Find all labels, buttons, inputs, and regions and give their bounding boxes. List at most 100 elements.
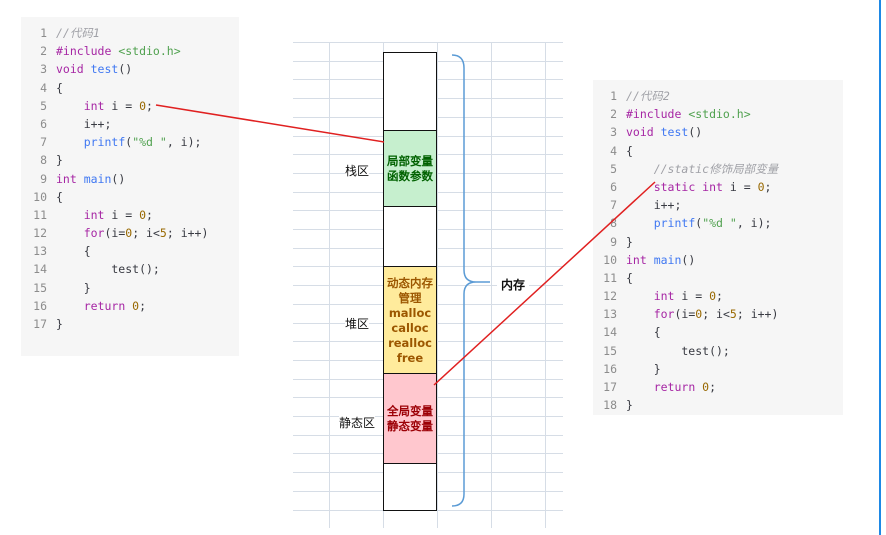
code-line: 8 printf("%d ", i);: [593, 214, 843, 232]
line-number: 12: [33, 226, 47, 241]
code-line: 10 int main(): [593, 251, 843, 269]
line-text: #include <stdio.h>: [56, 44, 181, 59]
code-line: 14 {: [593, 323, 843, 341]
line-text: printf("%d ", i);: [653, 216, 772, 231]
line-number: 16: [33, 298, 47, 313]
line-number: 10: [603, 252, 617, 267]
code-line: 12 int i = 0;: [593, 287, 843, 305]
code-line: 4{: [593, 142, 843, 160]
line-text: int i = 0;: [83, 98, 153, 113]
line-text: test();: [56, 262, 160, 277]
code-line: 8}: [21, 151, 239, 169]
line-text: int i = 0;: [83, 207, 153, 222]
code-line: 10 {: [21, 188, 239, 206]
line-number: 13: [603, 307, 617, 322]
memory-cell-stack: 局部变量 函数参数: [383, 130, 437, 207]
line-number: 14: [33, 262, 47, 277]
line-text: printf("%d ", i);: [83, 135, 202, 150]
code-line: 1 //代码1: [21, 24, 239, 42]
line-text: }: [56, 280, 91, 295]
code-line: 14 test();: [21, 260, 239, 278]
grid-line-vertical: [329, 42, 330, 528]
code-line: 17 return 0;: [593, 378, 843, 396]
memory-brace: [451, 54, 477, 507]
line-number: 11: [33, 207, 47, 222]
line-text: {: [626, 325, 661, 340]
line-text: //static修饰局部变量: [653, 161, 779, 176]
code-line: 7 printf("%d ", i);: [21, 133, 239, 151]
line-text: test();: [626, 343, 730, 358]
code-line: 9}: [593, 233, 843, 251]
line-text: void test(): [56, 62, 133, 77]
code-line: 7 i++;: [593, 196, 843, 214]
line-text: }: [626, 234, 633, 249]
line-number: 17: [603, 380, 617, 394]
code-line: 18}: [593, 396, 843, 414]
line-number: 4: [40, 80, 47, 95]
memory-cell-heap: 动态内存 管理 malloc calloc realloc free: [383, 266, 437, 374]
line-text: //代码1: [56, 26, 100, 40]
line-number: 13: [33, 244, 47, 259]
line-number: 9: [40, 171, 47, 186]
line-number: 7: [610, 198, 617, 213]
line-text: }: [626, 398, 633, 413]
code-line: 1 //代码2: [593, 87, 843, 105]
line-number: 7: [40, 135, 47, 150]
line-text: //代码2: [626, 89, 670, 103]
code-line: 11 int i = 0;: [21, 206, 239, 224]
line-text: i++;: [56, 116, 112, 131]
code-line: 16 return 0;: [21, 297, 239, 315]
line-text: {: [56, 189, 63, 204]
line-number: 2: [40, 44, 47, 59]
code-line: 11{: [593, 269, 843, 287]
code-line: 12 for(i=0; i<5; i++): [21, 224, 239, 242]
line-number: 2: [610, 107, 617, 122]
memory-cell-top: [383, 52, 437, 131]
code-line: 6 static int i = 0;: [593, 178, 843, 196]
code-line: 5 //static修饰局部变量: [593, 160, 843, 178]
line-text: {: [56, 244, 91, 259]
line-number: 5: [610, 161, 617, 176]
code-line: 2#include <stdio.h>: [593, 105, 843, 123]
static-cell-line-1: 全局变量: [387, 404, 433, 418]
line-number: 16: [603, 361, 617, 376]
code-line: 4{: [21, 79, 239, 97]
line-number: 15: [33, 280, 47, 295]
line-number: 1: [610, 89, 617, 103]
code-line: 16 }: [593, 360, 843, 378]
line-number: 8: [40, 153, 47, 168]
line-number: 11: [603, 270, 617, 285]
line-text: static int i = 0;: [653, 179, 772, 194]
grid-line-horizontal: [293, 42, 563, 43]
code-line: 15 test();: [593, 342, 843, 360]
heap-cell-line-2: 管理: [398, 290, 422, 305]
line-text: }: [626, 361, 661, 376]
line-text: for(i=0; i<5; i++): [653, 307, 779, 322]
line-number: 1: [40, 26, 47, 40]
code-line: 17}: [21, 315, 239, 333]
code-line: 9 int main(): [21, 170, 239, 188]
memory-cell-gap: [383, 206, 437, 267]
line-text: {: [56, 80, 63, 95]
line-text: return 0;: [83, 298, 147, 313]
code-line: 15 }: [21, 279, 239, 297]
line-text: int main(): [56, 171, 126, 186]
line-number: 18: [603, 398, 617, 413]
line-number: 10: [33, 189, 47, 204]
grid-line-vertical: [545, 42, 546, 528]
line-text: int i = 0;: [653, 289, 723, 304]
line-number: 6: [610, 179, 617, 194]
line-text: return 0;: [653, 380, 717, 394]
line-text: int main(): [626, 252, 696, 267]
line-number: 15: [603, 343, 617, 358]
line-text: }: [56, 153, 63, 168]
code-line: 13 {: [21, 242, 239, 260]
line-number: 4: [610, 143, 617, 158]
static-region-label: 静态区: [339, 414, 376, 431]
line-number: 8: [610, 216, 617, 231]
stack-cell-line-1: 局部变量: [387, 154, 433, 168]
